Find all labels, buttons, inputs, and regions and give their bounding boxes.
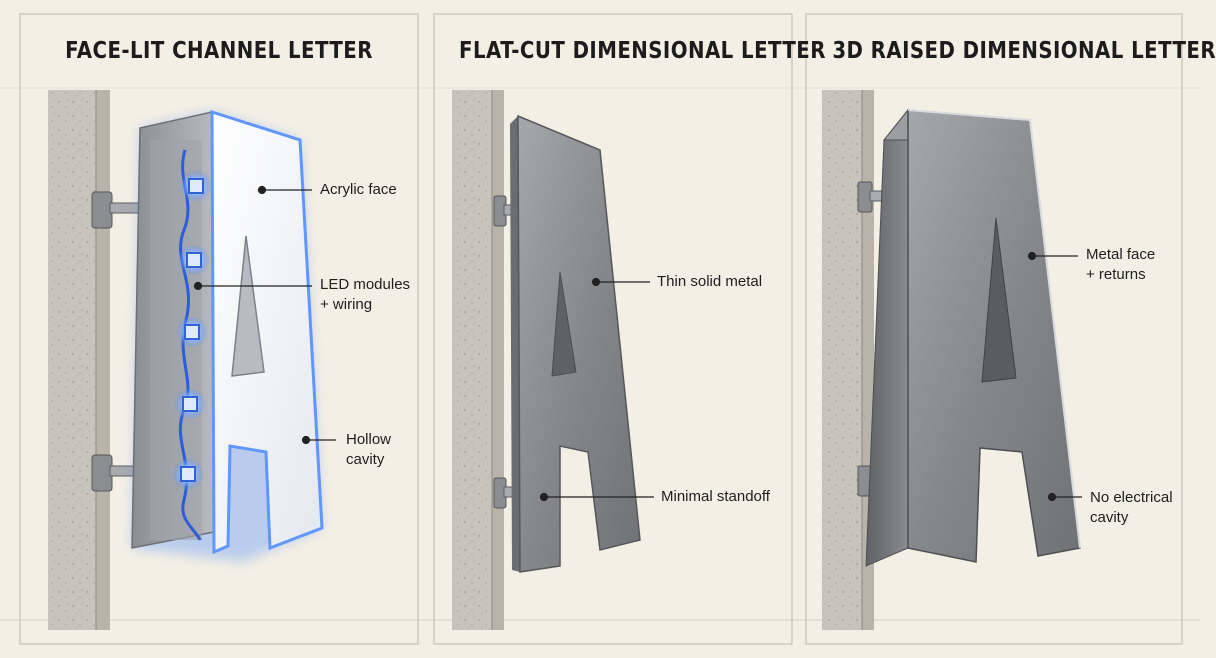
callout-acrylic-face: Acrylic face <box>320 180 397 200</box>
callout-line: No electrical <box>1090 489 1173 506</box>
callout-line: LED modules <box>320 276 411 293</box>
callout-line: Acrylic face <box>320 181 397 198</box>
panel-title: 3D RAISED DIMENSIONAL LETTER <box>832 38 1216 64</box>
panel-flat-cut: FLAT-CUT DIMENSIONAL LETTER <box>434 0 826 658</box>
callout-line: Minimal standoff <box>661 488 770 505</box>
callout-thin-solid-metal: Thin solid metal <box>657 272 762 292</box>
raised-letter <box>865 108 1081 567</box>
callout-line: + wiring <box>320 296 373 313</box>
leader-lines-middle <box>539 277 654 502</box>
callout-led-modules: LED modules + wiring <box>320 275 410 315</box>
callout-hollow-cavity: Hollow cavity <box>346 430 391 470</box>
panel-title: FLAT-CUT DIMENSIONAL LETTER <box>459 38 826 64</box>
callout-line: Thin solid metal <box>657 273 763 290</box>
callout-line: cavity <box>1090 509 1129 526</box>
panel-3d-raised: 3D RAISED DIMENSIONAL LETTER <box>806 0 1216 658</box>
leader-lines-left <box>193 185 336 445</box>
panel-frames <box>0 13 1200 645</box>
channel-letter <box>131 109 324 562</box>
panel-face-lit: FACE-LIT CHANNEL LETTER <box>20 0 418 658</box>
leader-lines-right <box>1027 251 1082 502</box>
callout-line: + returns <box>1086 266 1146 283</box>
callout-line: Metal face <box>1086 246 1156 263</box>
callout-line: Hollow <box>346 431 392 448</box>
callout-metal-face-returns: Metal face + returns <box>1086 245 1155 285</box>
callout-minimal-standoff: Minimal standoff <box>661 487 770 507</box>
flat-cut-letter <box>510 114 641 573</box>
led-modules <box>172 170 212 490</box>
callout-line: cavity <box>346 451 385 468</box>
callout-no-electrical-cavity: No electrical cavity <box>1090 488 1173 528</box>
panel-title: FACE-LIT CHANNEL LETTER <box>65 38 373 64</box>
